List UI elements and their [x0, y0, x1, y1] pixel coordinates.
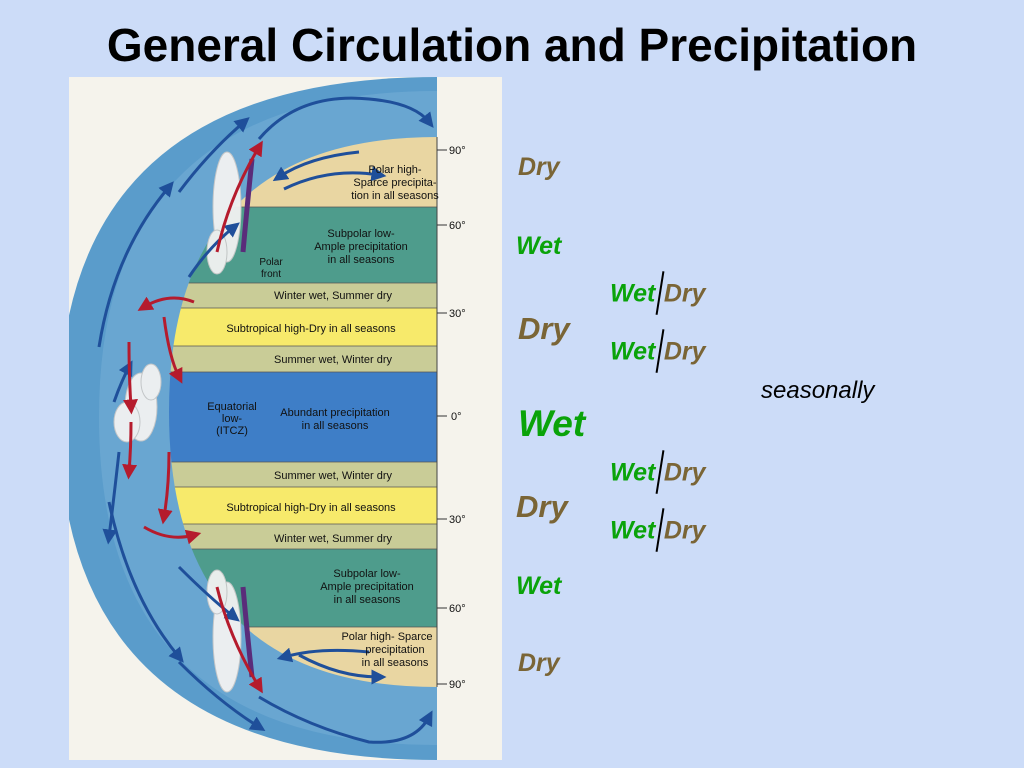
pair-dry-label: Dry [663, 279, 706, 308]
lat-90-s: 90° [449, 679, 466, 691]
band-subpolar-n-1: Subpolar low- [327, 228, 395, 240]
band-subpolar-s-3: in all seasons [334, 594, 401, 606]
band-subtropical-s: Subtropical high-Dry in all seasons [226, 502, 396, 514]
band-summer-wet-n: Summer wet, Winter dry [274, 354, 392, 366]
pair-wet-label: Wet [610, 337, 656, 366]
band-polar-high-s-2: precipitation [365, 644, 424, 656]
pair-wet-label: Wet [610, 516, 656, 545]
polar-front-1: Polar [259, 257, 283, 268]
band-equatorial-1: Equatorial [207, 401, 257, 413]
red-wind-arrows [122, 140, 263, 694]
label-wet-subpolar-s: Wet [516, 572, 562, 600]
lat-30-s: 30° [449, 514, 466, 526]
label-dry-subtropical-s: Dry [516, 489, 568, 524]
band-abundant-2: in all seasons [302, 420, 369, 432]
band-subpolar-n-3: in all seasons [328, 254, 395, 266]
band-polar-high-s-1: Polar high- Sparce [341, 631, 432, 643]
band-subtropical-n: Subtropical high-Dry in all seasons [226, 323, 396, 335]
band-equatorial-2: low- [222, 413, 243, 425]
blue-wind-arrows [97, 96, 434, 744]
lat-60-n: 60° [449, 220, 466, 232]
pair-dry-label: Dry [663, 337, 706, 366]
band-polar-high-n-2: Sparce precipita- [353, 177, 436, 189]
lat-60-s: 60° [449, 603, 466, 615]
label-dry-subtropical-n: Dry [518, 311, 570, 346]
band-subpolar-n-2: Ample precipitation [314, 241, 408, 253]
band-winter-wet-s: Winter wet, Summer dry [274, 533, 392, 545]
label-dry-polar-s: Dry [518, 649, 560, 677]
pair-dry-label: Dry [663, 458, 706, 487]
label-dry-polar-n: Dry [518, 153, 560, 181]
label-wet-equatorial: Wet [518, 403, 586, 444]
label-wet-subpolar-n: Wet [516, 232, 562, 260]
pair-wet-label: Wet [610, 458, 656, 487]
seasonally-note: seasonally [761, 377, 875, 404]
band-polar-high-s-3: in all seasons [362, 657, 429, 669]
lat-30-n: 30° [449, 308, 466, 320]
circulation-diagram: Polar high- Sparce precipita- tion in al… [69, 77, 502, 760]
polar-front-2: front [261, 269, 281, 280]
band-subpolar-s-2: Ample precipitation [320, 581, 414, 593]
band-equatorial-3: (ITCZ) [216, 425, 248, 437]
circulation-diagram-graphic: Polar high- Sparce precipita- tion in al… [69, 77, 502, 760]
band-abundant-1: Abundant precipitation [280, 407, 389, 419]
band-polar-high-n-1: Polar high- [368, 164, 422, 176]
lat-0: 0° [451, 411, 462, 423]
pair-wet-label: Wet [610, 279, 656, 308]
lat-90-n: 90° [449, 145, 466, 157]
band-winter-wet-n: Winter wet, Summer dry [274, 290, 392, 302]
page-title: General Circulation and Precipitation [106, 19, 918, 71]
band-polar-high-n-3: tion in all seasons [351, 190, 439, 202]
pair-dry-label: Dry [663, 516, 706, 545]
band-summer-wet-s: Summer wet, Winter dry [274, 470, 392, 482]
band-subpolar-s-1: Subpolar low- [333, 568, 401, 580]
